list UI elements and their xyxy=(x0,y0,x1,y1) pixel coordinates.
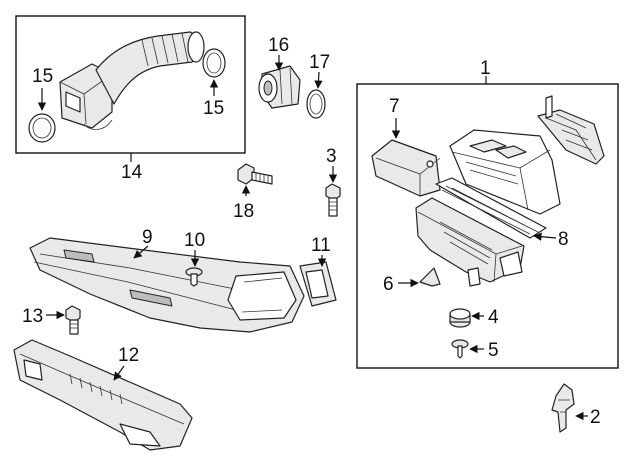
bracket-2 xyxy=(551,383,575,433)
assembly-frame-1 xyxy=(356,83,619,369)
callout-4: 4 xyxy=(488,307,499,328)
push-pin xyxy=(451,339,469,359)
pin-clip-10 xyxy=(185,267,203,287)
callout-18: 18 xyxy=(233,201,254,222)
callout-1: 1 xyxy=(480,58,491,79)
callout-10: 10 xyxy=(184,230,205,251)
bolt-18 xyxy=(237,163,273,185)
upper-housing xyxy=(449,129,561,215)
air-cleaner-cover xyxy=(371,139,441,197)
lower-shield xyxy=(13,339,193,451)
callout-16: 16 xyxy=(268,35,289,56)
intake-snorkel xyxy=(537,95,605,165)
intake-duct-assembly xyxy=(28,31,226,143)
callout-11: 11 xyxy=(311,235,331,256)
mass-air-flow-sensor xyxy=(258,65,301,109)
callout-12: 12 xyxy=(118,345,139,366)
grommet xyxy=(449,308,471,328)
clamp-ring-right xyxy=(202,48,226,78)
callout-13: 13 xyxy=(22,306,43,327)
lower-housing xyxy=(415,197,525,287)
callout-17: 17 xyxy=(309,52,330,73)
lower-air-duct xyxy=(29,237,305,333)
callout-15a: 15 xyxy=(32,66,53,87)
duct-seal xyxy=(299,261,337,307)
callout-15b: 15 xyxy=(203,98,224,119)
callout-8: 8 xyxy=(558,229,569,250)
bolt-13 xyxy=(65,305,81,335)
callout-14: 14 xyxy=(121,162,143,183)
air-filter-element xyxy=(435,177,547,239)
callout-6: 6 xyxy=(383,274,394,295)
callout-2: 2 xyxy=(590,407,601,428)
callout-7: 7 xyxy=(389,96,400,117)
clip-6 xyxy=(419,267,441,287)
callout-9: 9 xyxy=(142,227,153,248)
callout-5: 5 xyxy=(488,340,499,361)
bolt-3 xyxy=(325,183,341,217)
callout-3: 3 xyxy=(326,146,337,167)
